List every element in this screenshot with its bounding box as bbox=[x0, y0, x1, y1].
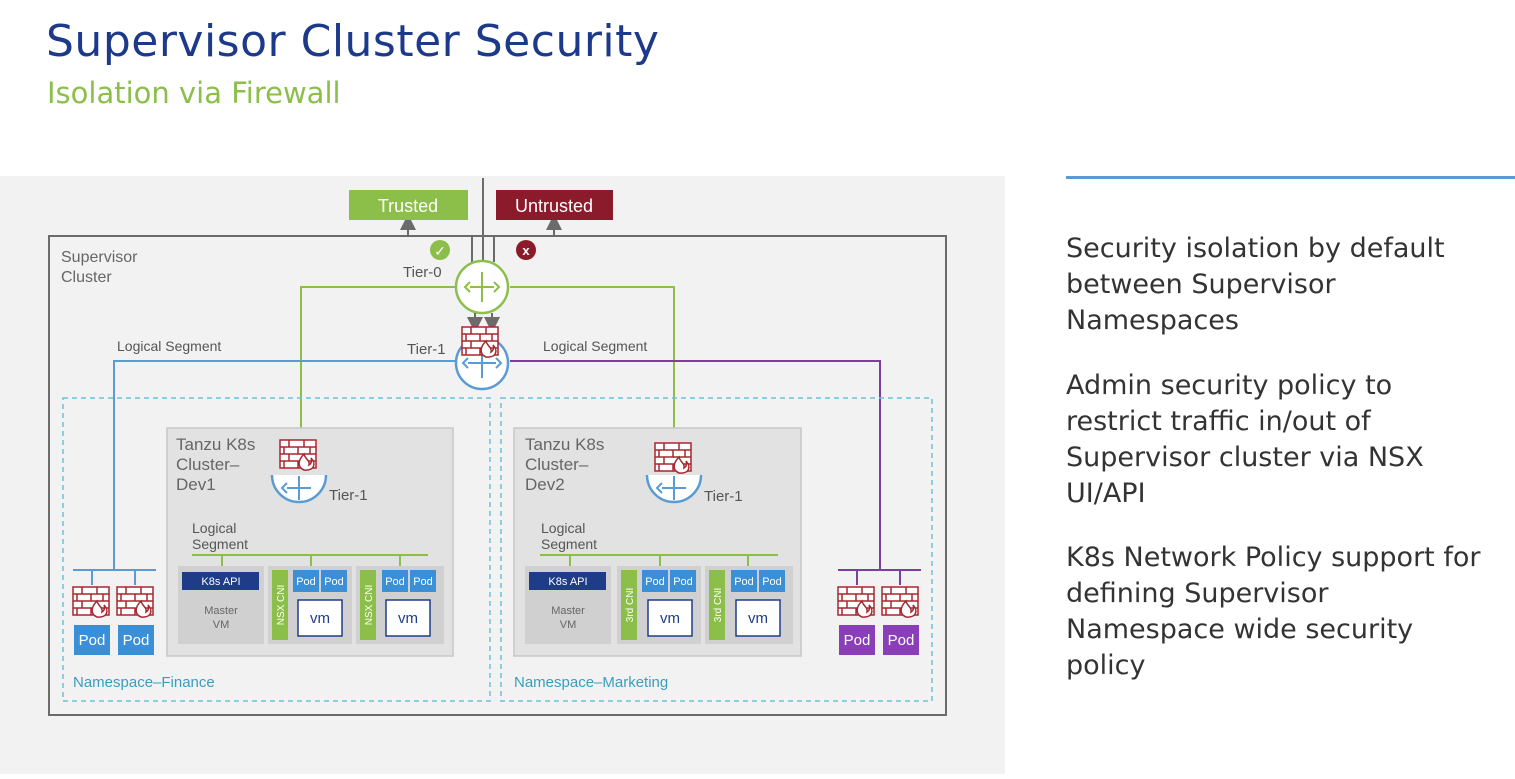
cluster-dev2-firewall-icon bbox=[654, 442, 692, 474]
pod-label: Pod bbox=[734, 576, 754, 588]
cni-label: NSX CNI bbox=[364, 585, 375, 626]
pod-firewall-icon bbox=[116, 586, 154, 618]
tier0-label: Tier-0 bbox=[403, 264, 442, 281]
allow-check-glyph: ✓ bbox=[434, 243, 446, 259]
pod-label: Pod bbox=[673, 576, 693, 588]
cluster-dev2-tier1-label: Tier-1 bbox=[704, 488, 743, 505]
divider-rule bbox=[1066, 176, 1515, 179]
pod-box bbox=[883, 625, 919, 655]
pod-box bbox=[670, 570, 696, 592]
pod-box bbox=[642, 570, 668, 592]
tanzu-cluster-dev1: Tanzu K8s Cluster– Dev1 Tier-1 Logical S… bbox=[166, 427, 454, 657]
pod-box bbox=[731, 570, 757, 592]
k8s-api-label: K8s API bbox=[201, 576, 240, 588]
pod-label: Pod bbox=[844, 632, 871, 649]
pod-label: Pod bbox=[296, 576, 316, 588]
cluster-dev2-seg2: Segment bbox=[541, 536, 597, 552]
vm-box bbox=[647, 599, 693, 637]
namespace-marketing-label: Namespace–Marketing bbox=[514, 674, 668, 691]
pod-label: Pod bbox=[324, 576, 344, 588]
master-vm-label-1: Master bbox=[204, 605, 238, 617]
slide-subtitle: Isolation via Firewall bbox=[47, 76, 341, 110]
cluster-dev1-line1: Tanzu K8s bbox=[176, 435, 255, 454]
vm-box bbox=[735, 599, 781, 637]
cluster-dev2-line2: Cluster– bbox=[525, 455, 589, 474]
master-vm-label-1: Master bbox=[551, 605, 585, 617]
pod-box bbox=[321, 570, 347, 592]
untrusted-badge bbox=[496, 190, 613, 220]
pod-firewall-icon bbox=[881, 586, 919, 618]
vm-box bbox=[297, 599, 343, 637]
cluster-dev1-line3: Dev1 bbox=[176, 475, 216, 494]
vm-label: vm bbox=[398, 610, 418, 627]
pod-box bbox=[382, 570, 408, 592]
k8s-api-box bbox=[529, 572, 606, 590]
cni-box bbox=[360, 570, 376, 640]
network-diagram: Supervisor Cluster Trusted Untrusted ✓ x… bbox=[48, 178, 947, 716]
pod-firewall-icon bbox=[72, 586, 110, 618]
master-vm-label-2: VM bbox=[560, 619, 577, 631]
pod-label: Pod bbox=[645, 576, 665, 588]
master-vm-label-2: VM bbox=[213, 619, 230, 631]
namespace-finance-label: Namespace–Finance bbox=[73, 674, 215, 691]
pod-label: Pod bbox=[762, 576, 782, 588]
cni-box bbox=[709, 570, 725, 640]
pod-box bbox=[74, 625, 110, 655]
deny-x-glyph: x bbox=[522, 243, 530, 258]
cni-box bbox=[272, 570, 288, 640]
pod-box bbox=[293, 570, 319, 592]
cni-box bbox=[621, 570, 637, 640]
trusted-badge bbox=[349, 190, 468, 220]
cni-label: 3rd CNI bbox=[625, 588, 636, 622]
cluster-dev1-tier1-label: Tier-1 bbox=[329, 487, 368, 504]
pod-label: Pod bbox=[888, 632, 915, 649]
namespace-marketing-box bbox=[500, 397, 933, 702]
tier1-main-label: Tier-1 bbox=[407, 341, 446, 358]
pod-label: Pod bbox=[79, 632, 106, 649]
trusted-path bbox=[400, 214, 473, 262]
supervisor-label-line2: Cluster bbox=[61, 269, 112, 286]
cni-label: NSX CNI bbox=[276, 585, 287, 626]
tier1-firewall-icon bbox=[461, 326, 499, 358]
cluster-dev1-seg2: Segment bbox=[192, 536, 248, 552]
tanzu-cluster-dev2: Tanzu K8s Cluster– Dev2 Tier-1 Logical S… bbox=[513, 427, 802, 657]
pod-label: Pod bbox=[385, 576, 405, 588]
cluster-dev1-line2: Cluster– bbox=[176, 455, 240, 474]
logical-segment-left-label: Logical Segment bbox=[117, 338, 221, 354]
k8s-api-box bbox=[182, 572, 259, 590]
pod-box bbox=[118, 625, 154, 655]
cni-label: 3rd CNI bbox=[713, 588, 724, 622]
pod-box bbox=[839, 625, 875, 655]
untrusted-label: Untrusted bbox=[515, 196, 593, 216]
allow-check-icon bbox=[430, 240, 450, 260]
vm-label: vm bbox=[660, 610, 680, 627]
cluster-dev1-firewall-icon bbox=[279, 439, 317, 471]
vm-label: vm bbox=[748, 610, 768, 627]
supervisor-label-line1: Supervisor bbox=[61, 249, 138, 266]
cluster-dev2-line1: Tanzu K8s bbox=[525, 435, 604, 454]
pod-box bbox=[759, 570, 785, 592]
bullet-network-policy: K8s Network Policy support for defining … bbox=[1066, 542, 1481, 681]
untrusted-path bbox=[493, 214, 562, 262]
bullet-admin-policy: Admin security policy to restrict traffi… bbox=[1066, 370, 1424, 509]
vm-box bbox=[385, 599, 431, 637]
deny-x-icon bbox=[516, 240, 536, 260]
pod-box bbox=[410, 570, 436, 592]
pod-label: Pod bbox=[123, 632, 150, 649]
pod-firewall-icon bbox=[837, 586, 875, 618]
logical-segment-right-line bbox=[510, 360, 881, 570]
trusted-label: Trusted bbox=[378, 196, 438, 216]
bullet-isolation: Security isolation by default between Su… bbox=[1066, 233, 1445, 336]
slide-title: Supervisor Cluster Security bbox=[46, 16, 660, 67]
namespace-finance-box bbox=[62, 397, 491, 702]
logical-segment-right-label: Logical Segment bbox=[543, 338, 647, 354]
cluster-dev2-seg1: Logical bbox=[541, 520, 585, 536]
cluster-dev1-seg1: Logical bbox=[192, 520, 236, 536]
cluster-dev2-line3: Dev2 bbox=[525, 475, 565, 494]
k8s-api-label: K8s API bbox=[548, 576, 587, 588]
logical-segment-left-line bbox=[113, 360, 456, 570]
vm-label: vm bbox=[310, 610, 330, 627]
pod-label: Pod bbox=[413, 576, 433, 588]
